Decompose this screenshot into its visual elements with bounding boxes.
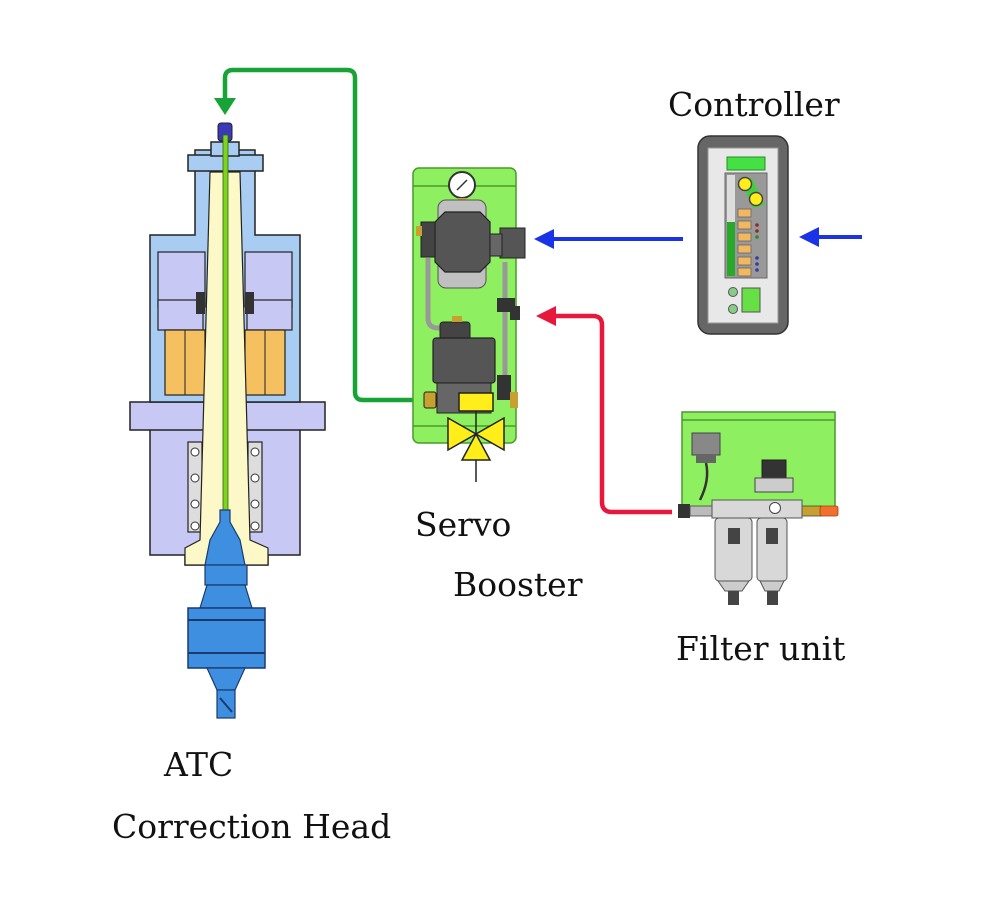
controller bbox=[697, 135, 789, 335]
drain-valve bbox=[767, 591, 778, 605]
air-passage bbox=[222, 134, 229, 516]
filter-panel bbox=[681, 411, 836, 516]
output-air-line bbox=[214, 67, 420, 403]
valve-symbol-bottom bbox=[460, 432, 492, 461]
regulator-body bbox=[434, 211, 491, 273]
filter-unit bbox=[678, 411, 839, 605]
control-signal-line bbox=[534, 229, 683, 249]
valve-top bbox=[439, 321, 471, 341]
correction-head bbox=[129, 122, 326, 719]
valve-actuator bbox=[458, 392, 494, 412]
inner-ring-right bbox=[246, 299, 293, 331]
tool-tip-taper bbox=[206, 667, 246, 691]
filter-gauge bbox=[769, 502, 781, 514]
tool-holder-body bbox=[187, 607, 266, 669]
status-led bbox=[737, 176, 753, 192]
small-bearing-left bbox=[196, 292, 205, 314]
status-led bbox=[748, 191, 764, 207]
regulator-bowl bbox=[756, 517, 788, 582]
signal-input-line bbox=[799, 227, 862, 247]
servo-booster-label-line1: Servo bbox=[415, 505, 512, 544]
inner-ring-left bbox=[157, 299, 204, 331]
filter-bowl bbox=[714, 517, 753, 582]
controller-display bbox=[726, 156, 766, 171]
drain-valve bbox=[728, 591, 739, 605]
controller-button bbox=[728, 304, 738, 314]
arrow-left-icon bbox=[534, 229, 554, 249]
signal-connector bbox=[499, 227, 526, 259]
pressure-switch bbox=[691, 432, 721, 456]
valve-symbol-right bbox=[474, 416, 505, 452]
valve-body bbox=[432, 337, 496, 384]
small-bearing-right bbox=[245, 292, 254, 314]
servo-booster-label-line2: Booster bbox=[453, 565, 583, 604]
solenoid-left bbox=[420, 221, 436, 258]
outlet-valve bbox=[819, 505, 839, 517]
servo-booster bbox=[412, 167, 526, 482]
correction-head-label-line1: ATC bbox=[164, 745, 234, 784]
correction-head-label-line2: Correction Head bbox=[112, 807, 392, 846]
tool-holder-neck bbox=[199, 584, 253, 609]
arrow-left-icon bbox=[536, 306, 556, 326]
controller-label: Controller bbox=[668, 85, 840, 124]
filter-unit-label: Filter unit bbox=[676, 629, 846, 668]
supply-air-line bbox=[536, 306, 672, 515]
controller-button bbox=[728, 287, 738, 297]
arrow-down-icon bbox=[214, 98, 236, 115]
controller-port bbox=[741, 287, 761, 313]
tool-holder-flange bbox=[204, 564, 248, 586]
arrow-left-icon bbox=[799, 227, 819, 247]
valve-symbol-left bbox=[447, 416, 478, 452]
